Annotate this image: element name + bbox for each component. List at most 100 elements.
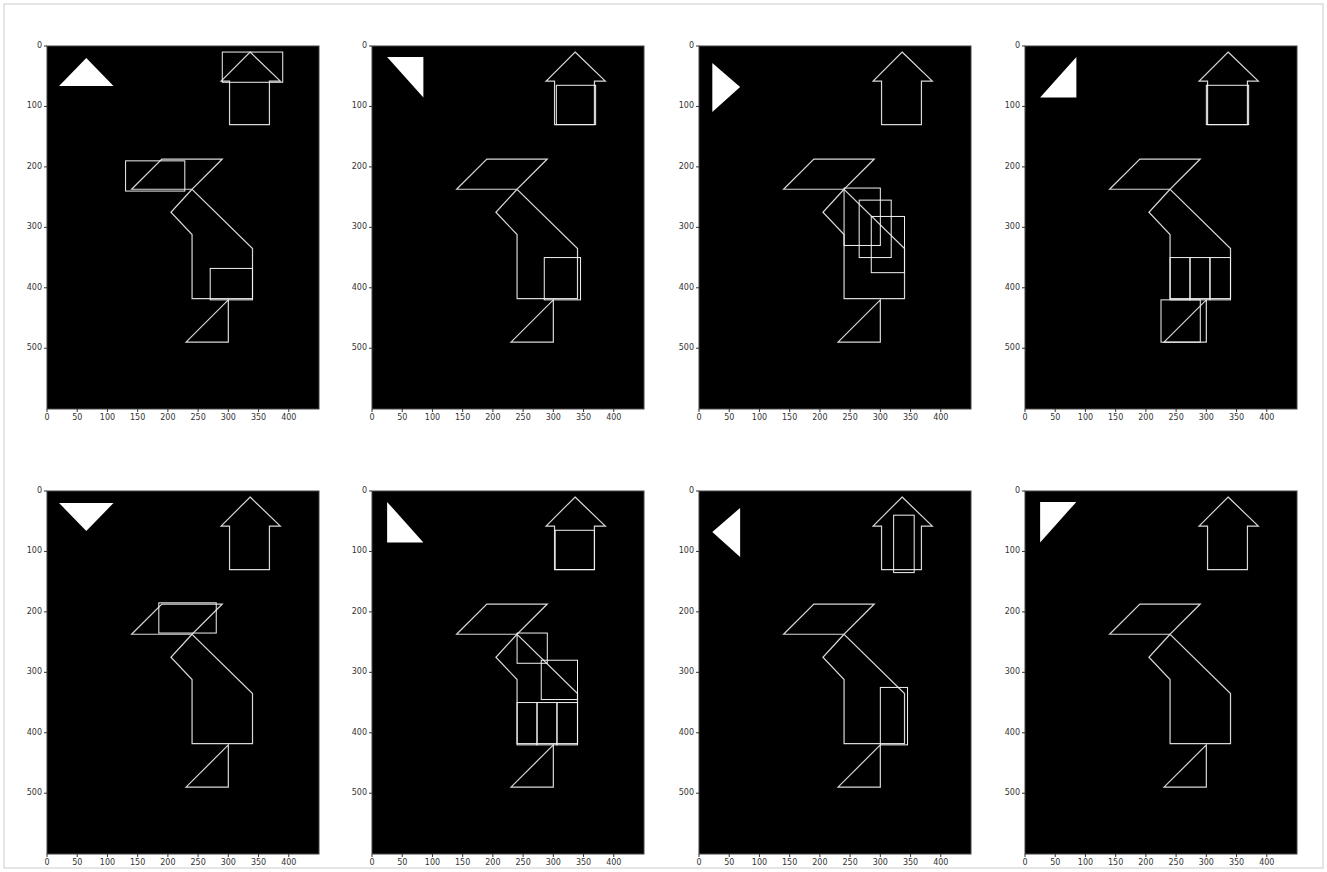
tick-mark — [553, 409, 554, 412]
tick-mark — [1022, 287, 1025, 288]
axis-tick-label: 0 — [357, 858, 387, 868]
axis-tick-label: 400 — [984, 283, 1020, 293]
tangram-outline — [457, 604, 548, 634]
axis-tick-label: 200 — [805, 413, 835, 423]
axis-tick-label: 200 — [1131, 413, 1161, 423]
tick-mark — [696, 227, 699, 228]
orientation-triangle — [712, 508, 740, 557]
tick-mark — [1022, 348, 1025, 349]
axis-tick-label: 50 — [62, 413, 92, 423]
tick-mark — [1022, 46, 1025, 47]
axis-tick-label: 0 — [331, 41, 367, 51]
axis-tick-label: 200 — [331, 607, 367, 617]
bounding-box — [126, 161, 185, 191]
axis-tick-label: 250 — [508, 858, 538, 868]
axis-tick-label: 200 — [658, 162, 694, 172]
tangram-outline — [1110, 159, 1201, 189]
axis-tick-label: 300 — [213, 413, 243, 423]
tick-mark — [107, 409, 108, 412]
axis-tick-label: 350 — [1222, 413, 1252, 423]
bounding-box — [159, 603, 216, 633]
tick-mark — [198, 409, 199, 412]
tick-mark — [492, 409, 493, 412]
image-area — [47, 46, 319, 409]
axis-tick-label: 200 — [805, 858, 835, 868]
axis-tick-label: 250 — [183, 858, 213, 868]
tick-mark — [228, 854, 229, 857]
tick-mark — [1236, 409, 1237, 412]
tick-mark — [1055, 854, 1056, 857]
axis-tick-label: 0 — [1010, 858, 1040, 868]
tangram-outline — [873, 497, 932, 570]
axis-tick-label: 250 — [835, 413, 865, 423]
tick-mark — [1022, 732, 1025, 733]
axis-tick-label: 350 — [569, 858, 599, 868]
tangram-outline — [823, 189, 905, 298]
axis-tick-label: 400 — [331, 283, 367, 293]
image-area — [372, 46, 644, 409]
axis-tick-label: 100 — [1070, 413, 1100, 423]
tick-mark — [44, 287, 47, 288]
tick-mark — [696, 491, 699, 492]
bounding-box — [210, 268, 252, 299]
axis-tick-label: 400 — [6, 283, 42, 293]
axis-tick-label: 50 — [714, 413, 744, 423]
image-area — [1025, 491, 1297, 854]
bounding-box — [537, 703, 557, 745]
axis-tick-label: 0 — [32, 858, 62, 868]
axis-tick-label: 100 — [6, 546, 42, 556]
bounding-box — [894, 515, 915, 572]
orientation-triangle — [1040, 57, 1076, 97]
tick-mark — [137, 854, 138, 857]
axis-tick-label: 0 — [6, 41, 42, 51]
tick-mark — [583, 409, 584, 412]
axis-tick-label: 150 — [775, 413, 805, 423]
image-panel — [47, 46, 319, 409]
axis-tick-label: 50 — [1040, 858, 1070, 868]
axis-tick-label: 150 — [448, 413, 478, 423]
tick-mark — [432, 409, 433, 412]
axis-tick-label: 500 — [984, 343, 1020, 353]
tangram-outline — [838, 745, 880, 787]
tick-mark — [44, 672, 47, 673]
bounding-box — [556, 85, 595, 124]
tangram-outline — [221, 497, 280, 570]
tangram-outline — [186, 300, 228, 342]
axis-tick-label: 300 — [538, 413, 568, 423]
axis-tick-label: 500 — [6, 788, 42, 798]
tick-mark — [369, 611, 372, 612]
tick-mark — [44, 551, 47, 552]
axis-tick-label: 200 — [984, 607, 1020, 617]
axis-tick-label: 50 — [62, 858, 92, 868]
tangram-outline — [171, 634, 253, 743]
tick-mark — [696, 348, 699, 349]
tick-mark — [402, 854, 403, 857]
image-panel — [47, 491, 319, 854]
tick-mark — [1022, 551, 1025, 552]
axis-tick-label: 300 — [658, 667, 694, 677]
tick-mark — [696, 46, 699, 47]
axis-tick-label: 350 — [244, 413, 274, 423]
bounding-box — [555, 530, 594, 569]
tick-mark — [228, 409, 229, 412]
tick-mark — [1085, 409, 1086, 412]
tick-mark — [1022, 106, 1025, 107]
axis-tick-label: 150 — [775, 858, 805, 868]
tick-mark — [699, 854, 700, 857]
tick-mark — [492, 854, 493, 857]
axis-tick-label: 200 — [478, 413, 508, 423]
axis-tick-label: 400 — [274, 858, 304, 868]
tick-mark — [1206, 409, 1207, 412]
axis-tick-label: 400 — [6, 728, 42, 738]
tick-mark — [402, 409, 403, 412]
tick-mark — [1266, 854, 1267, 857]
axis-tick-label: 200 — [153, 858, 183, 868]
axis-tick-label: 100 — [417, 858, 447, 868]
axis-tick-label: 0 — [684, 413, 714, 423]
axis-tick-label: 50 — [1040, 413, 1070, 423]
axis-tick-label: 500 — [658, 788, 694, 798]
tick-mark — [1266, 409, 1267, 412]
axis-tick-label: 500 — [6, 343, 42, 353]
axis-tick-label: 200 — [478, 858, 508, 868]
axis-tick-label: 0 — [6, 486, 42, 496]
